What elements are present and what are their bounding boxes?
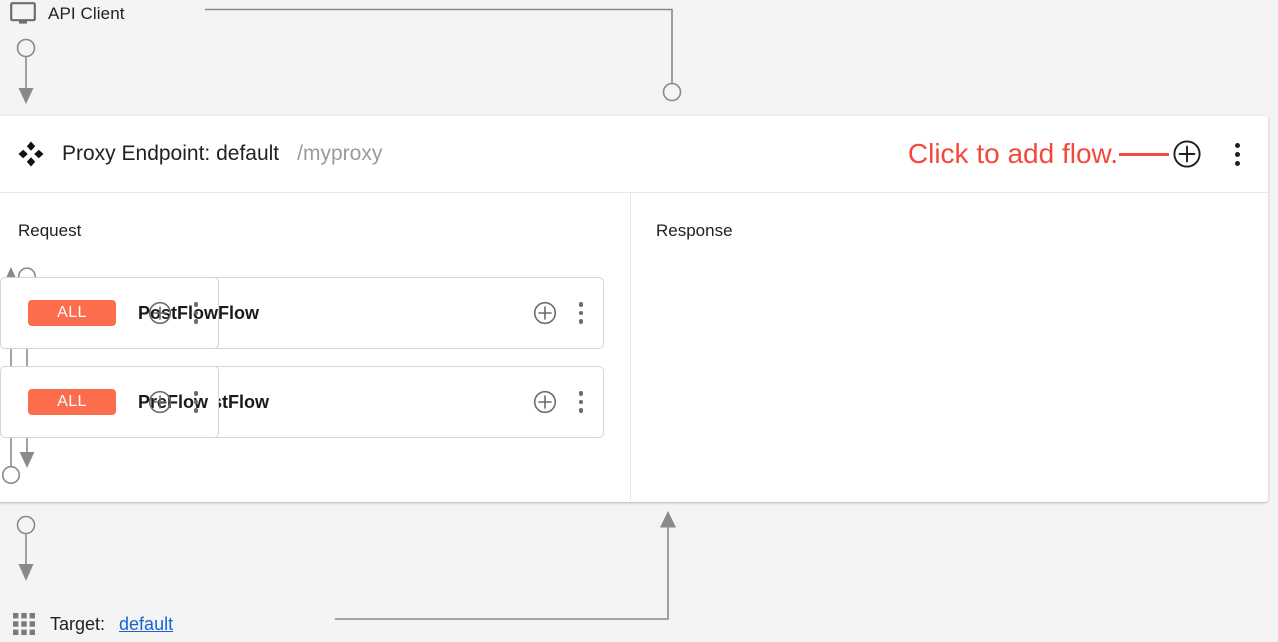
- response-flow-list: ALL PostFlow: [0, 277, 219, 455]
- flow-row-actions: [533, 367, 591, 437]
- client-to-endpoint-connector: [205, 8, 682, 102]
- monitor-icon: [10, 2, 36, 26]
- target-endpoint-link[interactable]: default: [119, 613, 174, 634]
- flow-menu-button[interactable]: [186, 300, 206, 326]
- kebab-menu-icon: [193, 391, 199, 396]
- header-actions: Click to add flow.: [908, 116, 1258, 192]
- kebab-menu-icon: [1234, 142, 1240, 148]
- kebab-menu-icon: [578, 391, 584, 396]
- flow-name: PreFlow: [138, 391, 209, 412]
- target-label: Target:: [50, 613, 106, 634]
- flow-menu-button[interactable]: [571, 300, 591, 326]
- endpoint-base-path: /myproxy: [297, 142, 383, 165]
- flow-row[interactable]: ALL PostFlow: [0, 277, 219, 349]
- request-column-title: Request: [18, 221, 82, 240]
- move-icon[interactable]: [18, 141, 44, 167]
- target-node: Target: default: [12, 612, 173, 636]
- page-title: Proxy Endpoint: default: [62, 142, 280, 165]
- proxy-endpoint-card: Proxy Endpoint: default /myproxy Click t…: [0, 116, 1268, 502]
- flow-menu-button[interactable]: [571, 389, 591, 415]
- flow-condition-badge: ALL: [28, 389, 116, 415]
- response-column-title: Response: [656, 221, 733, 240]
- proxy-endpoint-header: Proxy Endpoint: default /myproxy Click t…: [0, 116, 1268, 193]
- flow-menu-button[interactable]: [186, 389, 206, 415]
- kebab-menu-icon: [578, 302, 584, 307]
- add-flow-annotation: Click to add flow.: [908, 140, 1170, 168]
- api-client-label: API Client: [48, 4, 125, 23]
- flow-row-actions: [148, 278, 206, 348]
- flow-row[interactable]: ALL PreFlow: [0, 366, 219, 438]
- add-policy-button[interactable]: [148, 301, 172, 325]
- annotation-pointer-line: [1119, 152, 1169, 156]
- flow-columns: Request ALL PreFlow: [0, 193, 1268, 501]
- grid-icon: [12, 612, 36, 636]
- flow-condition-badge: ALL: [28, 300, 116, 326]
- response-column: Response: [631, 193, 1268, 501]
- flow-row-actions: [533, 278, 591, 348]
- annotation-text: Click to add flow.: [907, 138, 1118, 169]
- endpoint-to-target-connector: [16, 511, 676, 620]
- flow-name: PostFlow: [138, 302, 218, 323]
- flow-row-actions: [148, 367, 206, 437]
- add-policy-button[interactable]: [533, 390, 557, 414]
- api-client-node: API Client: [10, 2, 125, 26]
- kebab-menu-icon: [193, 302, 199, 307]
- add-flow-button[interactable]: [1172, 139, 1202, 169]
- endpoint-menu-button[interactable]: [1224, 139, 1250, 169]
- add-policy-button[interactable]: [148, 390, 172, 414]
- add-policy-button[interactable]: [533, 301, 557, 325]
